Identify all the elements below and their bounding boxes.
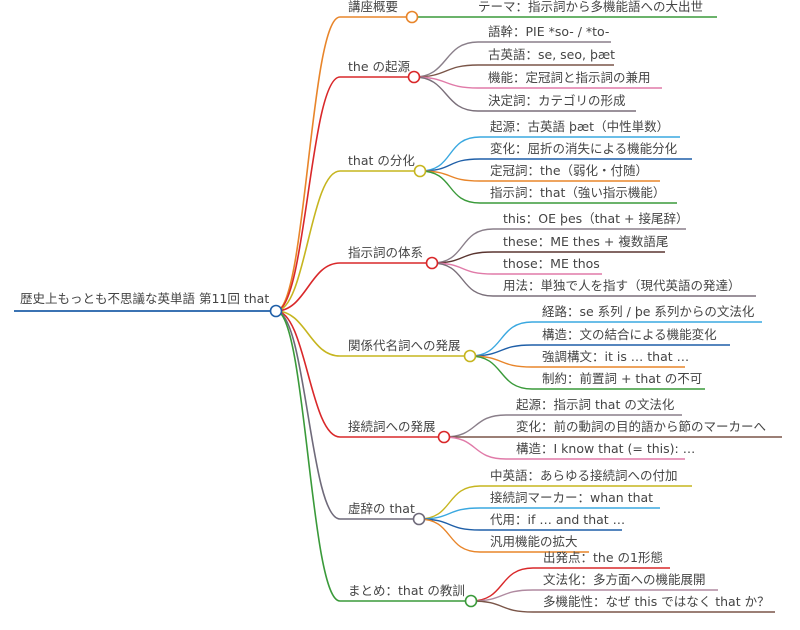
leaf-node[interactable]: 強調構文：it is … that …	[542, 349, 690, 364]
leaf-connector	[419, 170, 660, 182]
leaf-connector	[431, 228, 686, 264]
branch-node[interactable]: the の起源	[348, 59, 410, 74]
branch-collapse-toggle[interactable]	[413, 164, 427, 178]
leaf-node[interactable]: テーマ：指示詞から多機能語への大出世	[478, 0, 704, 14]
leaf-connector	[431, 251, 665, 264]
leaf-node[interactable]: 指示詞：that（強い指示機能）	[490, 185, 666, 200]
leaf-connector	[413, 76, 662, 89]
branch-node[interactable]: 指示詞の体系	[348, 245, 424, 260]
leaf-connector	[431, 262, 756, 297]
branch-connector	[275, 170, 420, 312]
branch-collapse-toggle[interactable]	[412, 512, 426, 526]
leaf-connector	[419, 136, 680, 172]
leaf-connector	[418, 518, 589, 553]
root-node[interactable]: 歴史上もっとも不思議な英単語 第11回 that	[20, 291, 270, 306]
branch-collapse-toggle[interactable]	[407, 70, 421, 84]
leaf-connector	[470, 567, 670, 602]
leaf-connector	[443, 414, 682, 438]
leaf-node[interactable]: 構造：I know that (= this): …	[516, 441, 696, 456]
leaf-node[interactable]: 古英語：se, seo, þæt	[488, 47, 616, 62]
leaf-node[interactable]: 接続詞マーカー：whan that	[490, 490, 654, 505]
leaf-node[interactable]: 多機能性：なぜ this ではなく that か？	[543, 594, 770, 609]
leaf-connector	[470, 589, 718, 602]
leaf-connector	[469, 321, 762, 357]
leaf-connector	[413, 41, 611, 78]
leaf-connector	[470, 600, 775, 613]
leaf-node[interactable]: 語幹：PIE *so- / *to-	[488, 24, 610, 39]
leaf-node[interactable]: 中英語：あらゆる接続詞への付加	[490, 468, 678, 483]
root-collapse-toggle[interactable]	[269, 304, 283, 318]
leaf-node[interactable]: 経路：se 系列 / þe 系列からの文法化	[542, 304, 755, 319]
leaf-node[interactable]: this：OE þes（that + 接尾辞）	[503, 211, 689, 226]
leaf-node[interactable]: 変化：前の動詞の目的語から節のマーカーへ	[516, 419, 767, 434]
branch-connector	[275, 76, 414, 312]
leaf-node[interactable]: 起源：指示詞 that の文法化	[516, 397, 675, 412]
leaf-connector	[443, 436, 685, 460]
leaf-connector	[469, 355, 685, 368]
branch-connector	[275, 310, 470, 357]
branch-node[interactable]: 講座概要	[348, 0, 399, 14]
leaf-node[interactable]: 機能：定冠詞と指示詞の兼用	[488, 70, 651, 85]
branch-collapse-toggle[interactable]	[437, 430, 451, 444]
branch-node[interactable]: that の分化	[348, 153, 415, 168]
leaf-connector	[419, 170, 677, 204]
branch-connector	[275, 310, 419, 520]
leaf-connector	[418, 485, 692, 520]
leaf-connector	[418, 507, 660, 520]
leaf-connector	[418, 518, 622, 531]
branch-connector	[275, 310, 444, 438]
branch-collapse-toggle[interactable]	[463, 349, 477, 363]
leaf-node[interactable]: 代用：if … and that …	[490, 512, 626, 527]
branch-collapse-toggle[interactable]	[464, 594, 478, 608]
branch-node[interactable]: 虚辞の that	[348, 501, 415, 516]
branch-connector	[275, 262, 432, 312]
branch-collapse-toggle[interactable]	[425, 256, 439, 270]
leaf-node[interactable]: these：ME thes + 複数語尾	[503, 234, 669, 249]
leaf-node[interactable]: 出発点：the の1形態	[543, 550, 663, 565]
leaf-connector	[413, 64, 614, 78]
leaf-node[interactable]: 構造：文の結合による機能変化	[542, 327, 717, 342]
leaf-connector	[413, 76, 636, 112]
branch-node[interactable]: まとめ：that の教訓	[348, 583, 465, 598]
branch-connector	[275, 16, 412, 312]
branch-node[interactable]: 接続詞への発展	[348, 419, 436, 434]
branch-collapse-toggle[interactable]	[405, 10, 419, 24]
leaf-node[interactable]: 文法化：多方面への機能展開	[543, 572, 706, 587]
leaf-node[interactable]: 変化：屈折の消失による機能分化	[490, 141, 678, 156]
leaf-connector	[419, 158, 692, 172]
branch-node[interactable]: 関係代名詞への発展	[348, 338, 461, 353]
branch-connector	[275, 310, 471, 602]
leaf-node[interactable]: 汎用機能の拡大	[490, 534, 578, 549]
leaf-connector	[469, 355, 705, 390]
leaf-node[interactable]: 起源：古英語 þæt（中性単数）	[490, 119, 670, 134]
leaf-node[interactable]: 定冠詞：the（弱化・付随）	[490, 163, 649, 178]
leaf-node[interactable]: those：ME thos	[503, 256, 600, 271]
leaf-connector	[469, 344, 730, 357]
leaf-node[interactable]: 用法：単独で人を指す（現代英語の発達）	[503, 278, 741, 293]
leaf-node[interactable]: 制約：前置詞 + that の不可	[542, 371, 703, 386]
leaf-connector	[431, 262, 602, 275]
leaf-node[interactable]: 決定詞：カテゴリの形成	[488, 93, 626, 108]
